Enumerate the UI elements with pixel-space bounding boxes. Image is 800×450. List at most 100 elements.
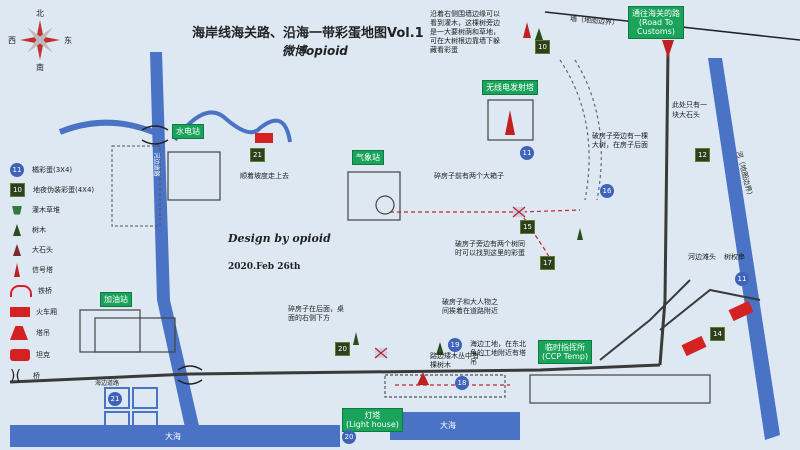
signal-tower-icon [505,110,515,135]
lighthouse-label: 灯塔 (Light house) [342,408,403,432]
egg-marker-circle[interactable]: 11 [520,146,534,160]
legend-label: 橘彩蛋(3X4) [32,166,73,174]
egg-marker-square[interactable]: 15 [520,220,535,234]
rail-track [559,59,590,201]
map-subtitle: 微博opioid [282,44,348,58]
tree-icon [577,228,583,240]
stone-note: 此处只有一块大石头 [672,101,707,119]
container-1 [104,387,130,409]
dock-outline [384,374,506,398]
legend-row: 11 橘彩蛋(3X4) [10,160,120,180]
customs-label: 通往海关的路 (Road To Customs) [628,6,684,39]
legend-label: 树木 [32,226,46,234]
radio-station [487,99,534,141]
map-title: 海岸线海关路、沿海一带彩蛋地图Vol.1 [192,26,424,41]
train-icon [10,307,30,317]
legend-label: 地夜伪装彩蛋(4X4) [33,186,95,194]
ccp-label: 临时指挥所 (CCP Temp) [538,340,593,364]
egg-marker-square[interactable]: 20 [335,342,350,356]
crossed-box-icon [374,347,388,359]
sea-label-2: 大海 [440,421,456,430]
rail-bridge-icon [10,285,32,297]
note-8: 路边矮木丛中有一棵树木 [430,352,486,369]
tower-icon [10,326,28,340]
legend-row: 大石头 [10,240,120,260]
shore-road-label: 海边道路 [95,380,120,387]
river-left [150,52,200,432]
legend-row: 铁桥 [10,280,120,302]
note-7: 碎房子在后面，桌面的右侧下方 [288,305,344,322]
egg-marker-circle[interactable]: 18 [455,376,469,390]
egg-marker-circle[interactable]: 20 [342,430,356,444]
egg-marker-circle[interactable]: 19 [448,338,462,352]
gas-station-2 [94,317,176,353]
note-6: 破房子和大人物之间挨着在道路附近 [442,298,498,315]
legend-label: 塔吊 [36,329,50,337]
egg-marker-circle[interactable]: 16 [600,184,614,198]
legend-row: 坦克 [10,344,120,366]
stream [173,110,292,143]
train-icon [255,133,273,143]
egg-marker-square[interactable]: 17 [540,256,555,270]
legend-row: 树木 [10,220,120,240]
river-road-label: 河边道路 [152,152,160,177]
boulder-icon [13,244,21,256]
hydro-label: 水电站 [172,124,204,139]
egg-marker-circle[interactable]: 21 [108,392,122,406]
legend-row: 信号塔 [10,260,120,280]
legend-label: 铁桥 [38,287,52,295]
egg-marker-square[interactable]: 14 [710,327,725,341]
bridge-icon [177,365,203,385]
train-icon [728,300,754,322]
legend-label: 坦克 [36,351,50,359]
blue-circle-icon: 11 [10,163,24,177]
riverbank-label: 河边滩头 [688,253,716,261]
river-right [708,58,780,440]
signal-tower-icon [14,263,20,277]
compass-north: 北 [36,9,44,18]
egg-marker-square[interactable]: 10 [535,40,550,54]
tree-icon [436,342,444,355]
gas-label: 加油站 [100,292,132,307]
weather-station [347,171,401,221]
compass-east: 东 [64,36,72,45]
container-3 [104,411,130,433]
legend-row: )( 桥 [10,366,120,386]
river-branch [58,119,162,138]
legend-label: 大石头 [32,246,53,254]
design-credit: Design by opioid [228,232,331,245]
date-text: 2020.Feb 26th [228,262,301,272]
signal-tower-icon [523,22,531,38]
crossed-box-icon [512,206,526,218]
bridge-icon [141,125,169,145]
sea-left [10,425,340,447]
note-2: 顺着坡度走上去 [240,172,289,180]
egg-marker-square[interactable]: 21 [250,148,265,162]
green-square-icon: 10 [10,183,25,197]
note-4: 碎房子前有两个大箱子 [434,172,504,180]
compass-south: 南 [36,63,44,72]
note-1: 沿着右侧围墙边缘可以看到灌木，这棵树旁边是一大要树荫和草地，可在大树根边靠墙下躲… [430,10,500,54]
container-4 [132,411,158,433]
legend-row: 塔吊 [10,322,120,344]
note-5: 破房子旁边有两个树同时可以找到这里的彩蛋 [455,240,525,257]
sea-label-1: 大海 [165,432,181,441]
tree-icon [13,224,21,236]
train-icon [681,335,707,357]
ccp-building [529,374,711,404]
side-road-2 [599,279,691,361]
legend-label: 信号塔 [32,266,53,274]
legend: 11 橘彩蛋(3X4) 10 地夜伪装彩蛋(4X4) 灌木草堆 树木 大石头 信… [10,160,120,386]
tower-icon [417,372,429,385]
path-dashed [390,209,581,213]
egg-marker-circle[interactable]: 11 [735,272,749,286]
customs-road [658,49,670,366]
egg-marker-square[interactable]: 12 [695,148,710,162]
radio-label: 无线电发射塔 [482,80,538,95]
bridge-icon: )( [10,368,21,384]
note-3: 破房子旁边有一棵大树，在房子后面 [592,132,648,149]
legend-label: 桥 [32,372,40,380]
legend-row: 火车厢 [10,302,120,322]
